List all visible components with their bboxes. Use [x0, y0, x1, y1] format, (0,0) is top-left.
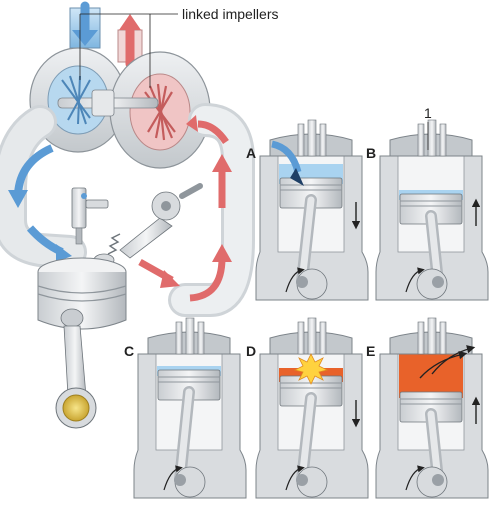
stroke-panel-e: E	[366, 317, 489, 499]
stroke-label-c: C	[124, 343, 134, 359]
stroke-panel-c: C	[124, 317, 247, 499]
stroke-label-a: A	[246, 145, 256, 161]
rotation-arrow	[285, 267, 305, 293]
fuel-injector-icon	[71, 187, 109, 245]
intake-flow-arrow	[271, 140, 302, 173]
fuel-injector-icon	[427, 317, 437, 355]
exhaust-valve	[319, 321, 327, 355]
ignition-spark	[293, 353, 329, 385]
chamber-charge	[399, 354, 463, 398]
linked-impellers-label: linked impellers	[182, 6, 278, 22]
intake-valve	[297, 123, 305, 157]
exhaust-valve	[439, 123, 447, 157]
stroke-label-e: E	[366, 343, 375, 359]
exhaust-duct	[138, 103, 255, 317]
rotation-arrow	[405, 465, 425, 491]
intake-valve	[417, 123, 425, 157]
intake-valve	[297, 321, 305, 355]
stroke-label-b: B	[366, 145, 376, 161]
exhaust-valve	[439, 321, 447, 355]
rotation-arrow	[163, 465, 183, 491]
connecting-rod-icon	[55, 325, 97, 429]
stroke-label-d: D	[246, 343, 256, 359]
rocker-arm-icon	[93, 183, 203, 267]
fuel-injector-icon	[307, 317, 317, 355]
exhaust-valve	[319, 123, 327, 157]
fuel-injector-icon	[427, 119, 437, 157]
piston-icon	[37, 257, 127, 330]
intake-duct	[0, 105, 87, 269]
stroke-panel-d: D	[246, 317, 369, 499]
injector-callout: 1	[424, 105, 432, 121]
fuel-injector-icon	[185, 317, 195, 355]
turbocharger-icon	[29, 1, 211, 169]
fuel-injector-icon	[307, 119, 317, 157]
rotation-arrow	[405, 267, 425, 293]
stroke-panel-a: A	[246, 119, 369, 301]
stroke-panel-b: B	[366, 119, 489, 301]
intake-valve	[417, 321, 425, 355]
exhaust-valve	[197, 321, 205, 355]
intake-valve	[175, 321, 183, 355]
rotation-arrow	[285, 465, 305, 491]
